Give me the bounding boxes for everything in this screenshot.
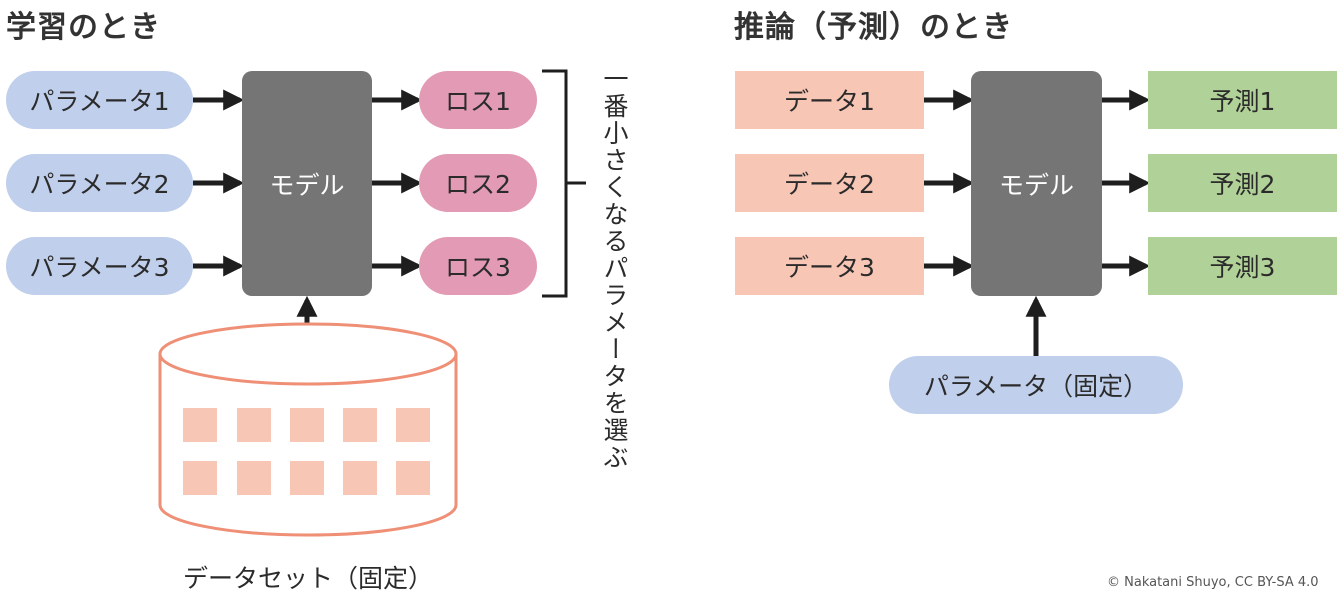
dataset-cell <box>343 408 377 442</box>
dataset-cylinder <box>158 322 458 537</box>
credit-text: © Nakatani Shuyo, CC BY-SA 4.0 <box>1107 575 1319 590</box>
dataset-cell <box>396 408 430 442</box>
loss-2: ロス2 <box>419 154 537 212</box>
param-1: パラメータ1 <box>6 71 193 129</box>
prediction-1: 予測1 <box>1148 71 1337 129</box>
inference-model: モデル <box>971 71 1102 296</box>
dataset-cell <box>396 461 430 495</box>
data-2: データ2 <box>735 154 924 212</box>
dataset-cell <box>237 408 271 442</box>
dataset-cell <box>343 461 377 495</box>
prediction-2: 予測2 <box>1148 154 1337 212</box>
data-3: データ3 <box>735 237 924 295</box>
dataset-cell <box>290 408 324 442</box>
prediction-3: 予測3 <box>1148 237 1337 295</box>
data-1: データ1 <box>735 71 924 129</box>
dataset-cell <box>183 408 217 442</box>
dataset-label: データセット（固定） <box>183 564 434 593</box>
param-3: パラメータ3 <box>6 237 193 295</box>
param-2: パラメータ2 <box>6 154 193 212</box>
loss-3: ロス3 <box>419 237 537 295</box>
loss-1: ロス1 <box>419 71 537 129</box>
select-min-param-label: 一番小さくなるパラメータを選ぶ <box>600 66 629 471</box>
dataset-cell <box>237 461 271 495</box>
inference-title: 推論（予測）のとき <box>734 10 1013 45</box>
loss-bracket <box>542 69 586 298</box>
fixed-param: パラメータ（固定） <box>889 356 1183 414</box>
dataset-cell <box>290 461 324 495</box>
training-model: モデル <box>242 71 372 296</box>
training-title: 学習のとき <box>6 10 161 45</box>
dataset-cell <box>183 461 217 495</box>
